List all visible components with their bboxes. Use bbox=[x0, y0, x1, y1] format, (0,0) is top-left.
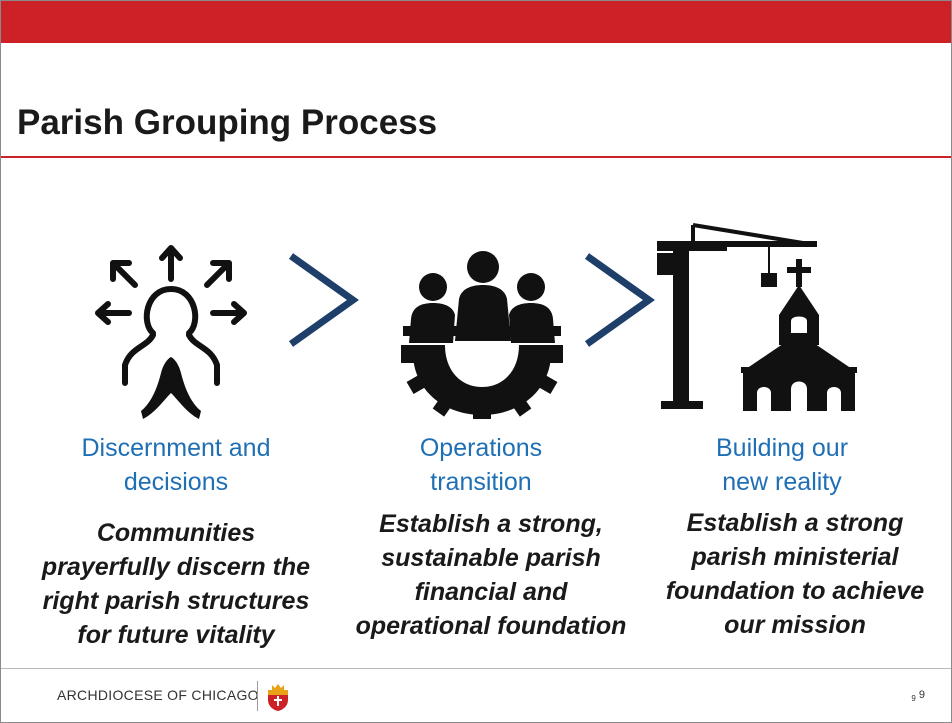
team-on-gear-icon bbox=[401, 251, 563, 419]
page-number: 9 9 bbox=[911, 689, 925, 704]
discernment-person-arrows-praying-hands-icon bbox=[95, 245, 247, 419]
footer-organization: ARCHDIOCESE OF CHICAGO bbox=[57, 687, 259, 703]
archdiocese-seal-icon bbox=[268, 684, 288, 711]
step-1-heading: Discernment and decisions bbox=[81, 434, 271, 496]
footer-vertical-divider bbox=[257, 681, 258, 711]
crane-and-church-icon bbox=[657, 223, 857, 411]
chevron-right-icon bbox=[288, 253, 359, 347]
step-3-description: Establish a strong parish ministerial fo… bbox=[665, 509, 925, 639]
title-underline bbox=[1, 156, 951, 158]
step-1-description: Communities prayerfully discern the righ… bbox=[41, 519, 311, 649]
step-2-heading: Operations transition bbox=[419, 434, 543, 496]
footer-divider-line bbox=[1, 668, 951, 669]
step-2-description: Establish a strong, sustainable parish f… bbox=[355, 510, 627, 640]
top-accent-bar bbox=[1, 1, 951, 43]
step-3-heading: Building our new reality bbox=[715, 434, 849, 496]
slide-title: Parish Grouping Process bbox=[17, 103, 438, 142]
chevron-right-icon bbox=[584, 253, 655, 347]
